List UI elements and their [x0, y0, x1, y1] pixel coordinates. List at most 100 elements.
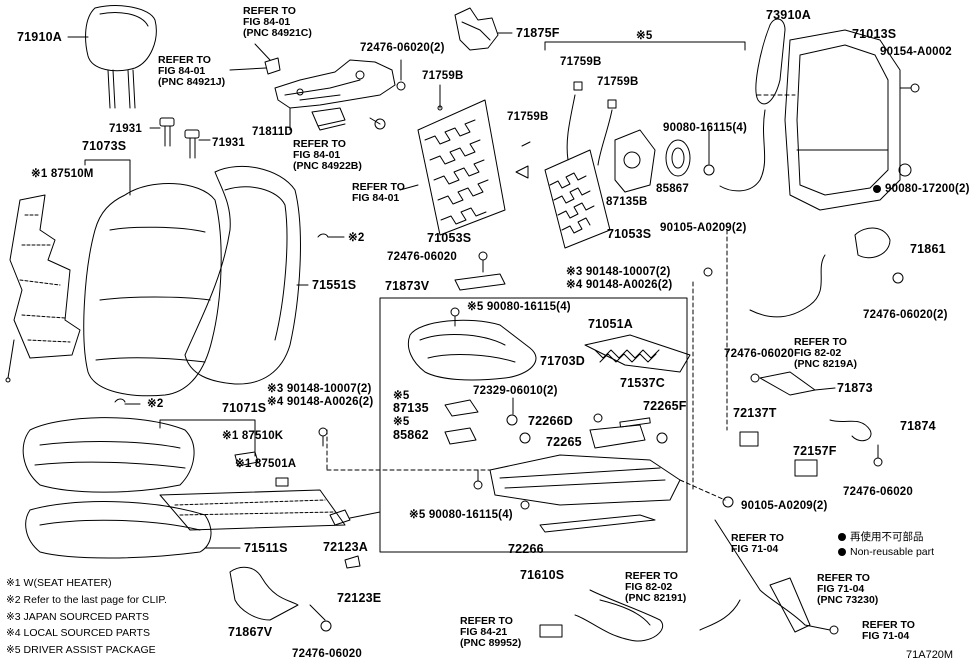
harness-71861-drawing — [749, 227, 904, 318]
ref-84921c[interactable]: REFER TO FIG 84-01 (PNC 84921C) — [243, 5, 312, 39]
seatback-pad-drawing — [184, 165, 345, 385]
label-90080-17200-2-text: 90080-17200(2) — [885, 183, 970, 195]
label-71013s: 71013S — [852, 27, 897, 41]
label-71511s: 71511S — [244, 541, 288, 555]
label-71875f: 71875F — [516, 26, 560, 40]
ref-84922b[interactable]: REFER TO FIG 84-01 (PNC 84922B) — [293, 138, 362, 172]
note-4: ※4 LOCAL SOURCED PARTS — [6, 627, 150, 639]
label-90080-16115-4-top: 90080-16115(4) — [663, 122, 748, 134]
label-71867v: 71867V — [228, 625, 273, 639]
label-71861: 71861 — [910, 242, 946, 256]
label-71053s-2: 71053S — [607, 227, 652, 241]
label-71759b-4: 71759B — [597, 76, 639, 88]
switch-71873-drawing — [750, 371, 836, 396]
label-71551s: 71551S — [312, 278, 357, 292]
bracket-star5-line — [544, 41, 746, 51]
label-72265: 72265 — [546, 435, 582, 449]
label-71073s: 71073S — [82, 139, 127, 153]
ref-8219a[interactable]: REFER TO FIG 82-02 (PNC 8219A) — [794, 336, 858, 370]
label-87510k: ※1 87510K — [222, 430, 284, 442]
label-90148-10007-2-left: ※3 90148-10007(2) — [267, 383, 372, 395]
label-71051a: 71051A — [588, 317, 633, 331]
harness-71874-drawing — [829, 419, 883, 467]
harness-lower-center-drawing — [539, 589, 663, 642]
label-71759b-1: 71759B — [422, 70, 464, 82]
label-90148-a0026-2-left: ※4 90148-A0026(2) — [267, 396, 374, 408]
label-87135: 87135 — [393, 401, 429, 415]
legend-dot-en — [838, 548, 846, 556]
label-87510m: ※1 87510M — [31, 168, 94, 180]
label-90080-16115-4-box: ※5 90080-16115(4) — [467, 301, 571, 313]
harness-lower-right-drawing — [699, 519, 839, 635]
connector-72157f-drawing — [794, 459, 818, 477]
label-90105-a0209-2-low: 90105-A0209(2) — [741, 500, 828, 512]
ref-71-04-a[interactable]: REFER TO FIG 71-04 — [731, 532, 784, 555]
label-72476-06020-right2: 72476-06020 — [724, 348, 794, 360]
cushion-cover-drawing — [22, 417, 256, 493]
cushion-spring-71051a-drawing — [584, 334, 691, 373]
ref-71-04-b[interactable]: REFER TO FIG 71-04 — [862, 619, 915, 642]
connector-72137t-drawing — [739, 431, 759, 447]
label-71703d: 71703D — [540, 354, 585, 368]
label-71537c: 71537C — [620, 376, 665, 390]
cushion-pad-drawing — [25, 501, 241, 559]
note-1: ※1 W(SEAT HEATER) — [6, 577, 112, 589]
note-5: ※5 DRIVER ASSIST PACKAGE — [6, 644, 156, 656]
non-reusable-dot — [873, 185, 881, 193]
label-85862-star: ※5 — [393, 416, 410, 428]
label-90148-a0026-2-mid: ※4 90148-A0026(2) — [566, 279, 673, 291]
ref-89952[interactable]: REFER TO FIG 84-21 (PNC 89952) — [460, 615, 522, 649]
label-71759b-3: 71759B — [560, 56, 602, 68]
label-72265f: 72265F — [643, 399, 687, 413]
label-87135-star: ※5 — [393, 390, 410, 402]
back-heater-mat-drawing — [5, 194, 81, 383]
ref-82191[interactable]: REFER TO FIG 82-02 (PNC 82191) — [625, 570, 687, 604]
label-90154: 90154-A0002 — [880, 46, 952, 58]
label-87501a: ※1 87501A — [235, 458, 297, 470]
ref-84921j[interactable]: REFER TO FIG 84-01 (PNC 84921J) — [158, 54, 226, 88]
lever-71873v-drawing — [454, 251, 506, 291]
cushion-frame-box — [379, 297, 688, 553]
ref-84-01[interactable]: REFER TO FIG 84-01 — [352, 181, 405, 204]
label-85862: 85862 — [393, 428, 429, 442]
lumbar-assembly-drawing — [229, 43, 396, 131]
label-90080-16115-4-low: ※5 90080-16115(4) — [409, 509, 513, 521]
label-71874: 71874 — [900, 419, 936, 433]
label-71931-right: 71931 — [212, 137, 245, 149]
label-clip2-lower: ※2 — [147, 398, 164, 410]
label-72476-06020-lowright: 72476-06020 — [843, 486, 913, 498]
label-71910a: 71910A — [17, 30, 62, 44]
label-72137t: 72137T — [733, 406, 777, 420]
label-85867: 85867 — [656, 183, 689, 195]
label-73910a: 73910A — [766, 8, 811, 22]
note-2: ※2 Refer to the last page for CLIP. — [6, 594, 167, 606]
label-71610s: 71610S — [520, 568, 565, 582]
headrest-guides-drawing — [149, 117, 211, 159]
label-72476-06020-2-top: 72476-06020(2) — [360, 42, 445, 54]
label-72266: 72266 — [508, 542, 544, 556]
vibration-module-drawing — [614, 129, 715, 193]
label-71931-left: 71931 — [109, 123, 142, 135]
label-90105-a0209-2-top: 90105-A0209(2) — [660, 222, 747, 234]
label-87135b: 87135B — [606, 196, 648, 208]
legend-en-text: Non-reusable part — [850, 546, 935, 558]
cushion-heater-mats-drawing — [159, 451, 346, 531]
headrest-drawing — [67, 5, 157, 109]
side-shield-drawing — [229, 566, 332, 632]
label-71873v: 71873V — [385, 279, 430, 293]
label-72157f: 72157F — [793, 444, 837, 458]
label-90148-10007-2-mid: ※3 90148-10007(2) — [566, 266, 671, 278]
label-71759b-2: 71759B — [507, 111, 549, 123]
label-90080-17200-2: 90080-17200(2) — [873, 183, 970, 195]
label-72476-06020-2-right: 72476-06020(2) — [863, 309, 948, 321]
legend-jp-text: 再使用不可部品 — [850, 531, 924, 543]
label-72266d: 72266D — [528, 414, 573, 428]
drawing-id: 71A720M — [906, 649, 954, 661]
seatback-frame-drawing — [719, 18, 920, 211]
legend-en: Non-reusable part — [838, 546, 934, 558]
label-72329: 72329-06010(2) — [473, 385, 558, 397]
label-clip2-upper: ※2 — [348, 232, 365, 244]
label-72123a: 72123A — [323, 540, 368, 554]
ref-73230[interactable]: REFER TO FIG 71-04 (PNC 73230) — [817, 572, 879, 606]
